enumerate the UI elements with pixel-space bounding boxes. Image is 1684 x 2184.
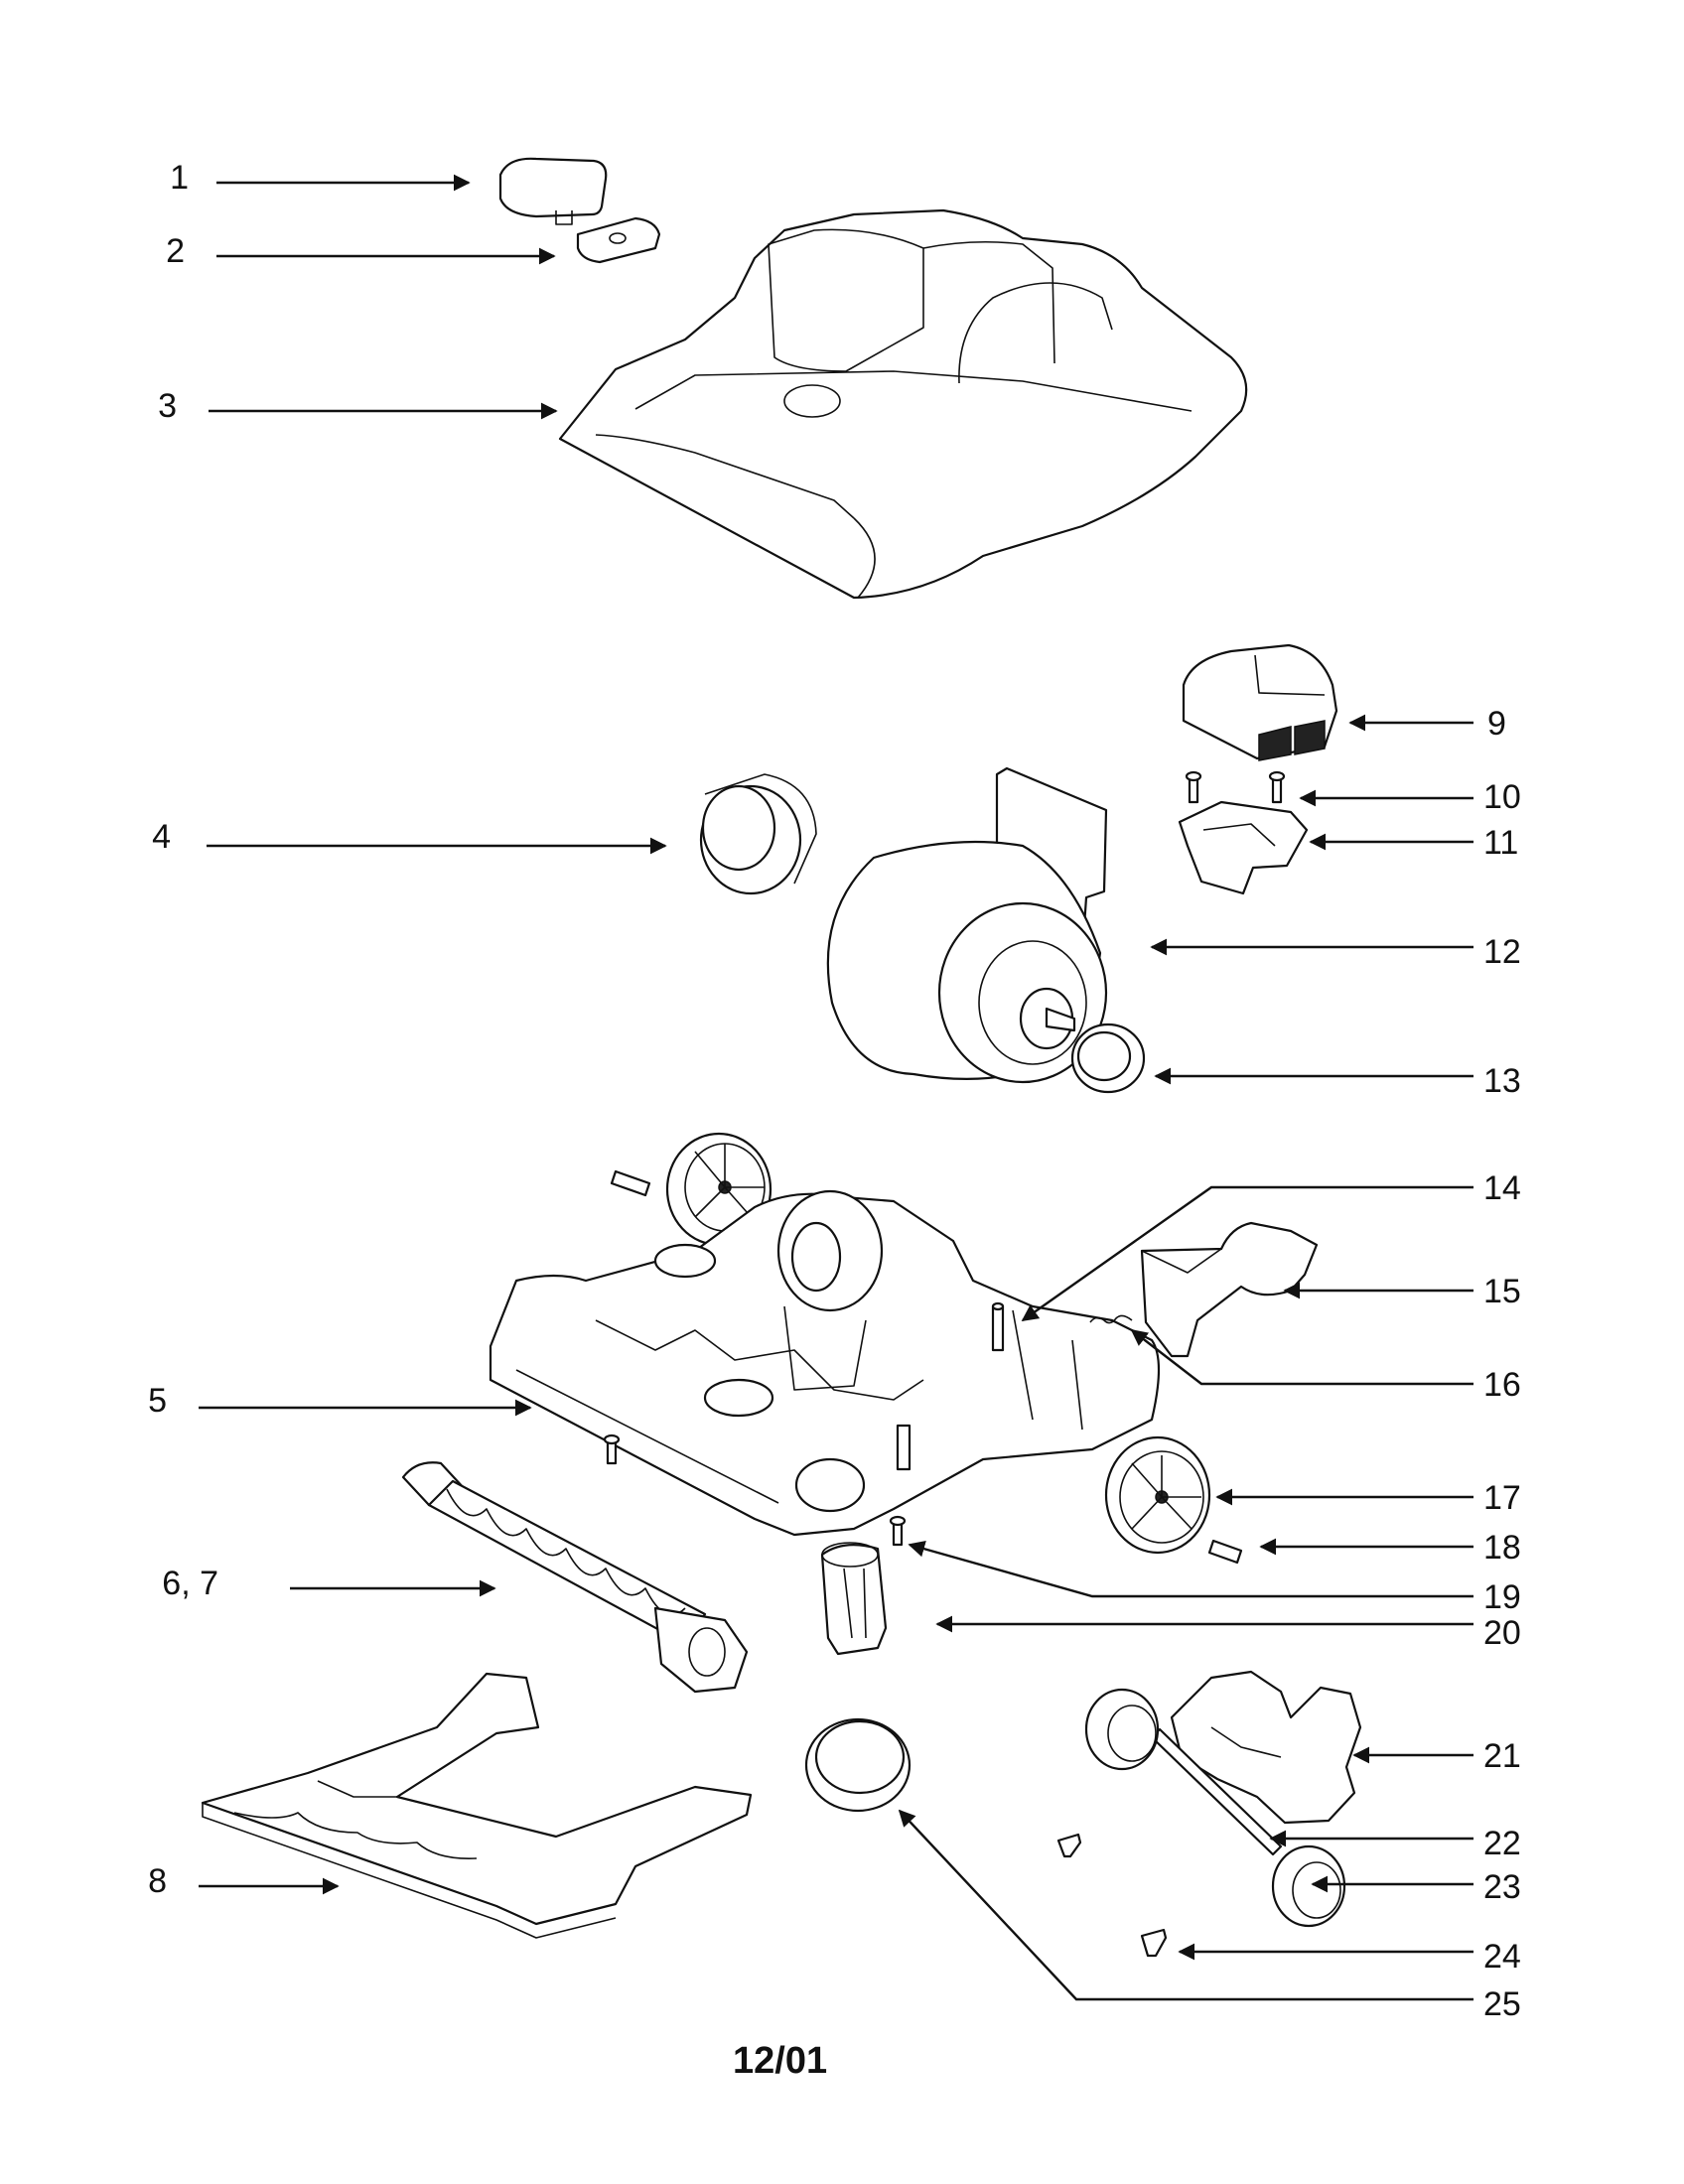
callout-number: 17 [1483, 1479, 1521, 1517]
part-2-gasket [576, 216, 661, 264]
part-25-belt [804, 1717, 912, 1813]
callout-22: 22 [1269, 1825, 1521, 1862]
callout-number: 19 [1483, 1578, 1521, 1616]
callout-number: 2 [166, 232, 185, 270]
callout-25: 25 [898, 1809, 1521, 2023]
callout-23: 23 [1311, 1868, 1521, 1906]
part-20-duct [820, 1542, 888, 1656]
part-13-ring [1070, 1023, 1146, 1094]
callout-14: 14 [1021, 1169, 1521, 1321]
part-front-wheel-upper [1084, 1688, 1160, 1771]
callout-20: 20 [935, 1614, 1521, 1652]
part-18-axle-pin [1207, 1539, 1243, 1565]
callout-number: 1 [170, 159, 189, 197]
callout-number: 12 [1483, 933, 1521, 971]
callout-16: 16 [1130, 1328, 1521, 1404]
callout-leader-line [908, 1541, 1474, 1598]
callout-number: 21 [1483, 1737, 1521, 1775]
part-14-pin [991, 1301, 1005, 1352]
callout-number: 11 [1483, 824, 1518, 862]
callout-number: 24 [1483, 1938, 1521, 1976]
callout-number: 14 [1483, 1169, 1521, 1207]
callout-number: 16 [1483, 1366, 1521, 1404]
part-3-hood [558, 208, 1248, 600]
part-4-ring [699, 773, 817, 895]
part-8-bottom-plate [201, 1672, 753, 1939]
callout-3: 3 [158, 387, 558, 425]
footer-date: 12/01 [733, 2040, 827, 2082]
callout-number: 20 [1483, 1614, 1521, 1652]
callout-21: 21 [1352, 1737, 1521, 1775]
part-6-7-brushroll [401, 1461, 749, 1694]
part-rear-axle-pin [610, 1169, 651, 1197]
callout-10: 10 [1299, 778, 1521, 816]
callout-24: 24 [1178, 1938, 1521, 1976]
callout-11: 11 [1309, 824, 1518, 862]
callout-number: 22 [1483, 1825, 1521, 1862]
callout-19: 19 [908, 1541, 1521, 1616]
callout-2: 2 [166, 232, 556, 270]
part-19-screw [889, 1515, 907, 1547]
callout-number: 3 [158, 387, 177, 425]
part-1-cover [498, 157, 608, 225]
callout-1: 1 [170, 159, 471, 197]
callout-number: 4 [152, 818, 171, 856]
callout-17: 17 [1215, 1479, 1521, 1517]
callout-15: 15 [1283, 1273, 1521, 1310]
callout-number: 15 [1483, 1273, 1521, 1310]
callout-6-7: 6, 7 [162, 1565, 496, 1602]
callout-number: 9 [1487, 705, 1506, 743]
callout-number: 18 [1483, 1529, 1521, 1567]
callout-12: 12 [1150, 933, 1521, 971]
callout-number: 13 [1483, 1062, 1521, 1100]
part-16-spring [1089, 1314, 1133, 1324]
part-23-front-wheel [1271, 1844, 1346, 1928]
callout-leader-line [898, 1809, 1474, 2001]
part-5-base [489, 1189, 1161, 1537]
callout-18: 18 [1259, 1529, 1521, 1567]
callout-9: 9 [1348, 705, 1506, 743]
callout-leader-line [1130, 1328, 1474, 1386]
part-24-screws [1056, 1833, 1168, 1958]
part-21-carriage [1170, 1670, 1362, 1825]
callout-leader-line [1021, 1185, 1474, 1321]
part-10-screws [1185, 770, 1286, 804]
callout-4: 4 [152, 818, 667, 856]
part-17-rear-wheel-right [1104, 1435, 1211, 1555]
part-9-switch-cover [1182, 643, 1338, 761]
part-11-switch-bracket [1178, 800, 1309, 895]
callout-number: 25 [1483, 1985, 1521, 2023]
callout-13: 13 [1154, 1062, 1521, 1100]
callout-number: 8 [148, 1862, 167, 1900]
callout-number: 5 [148, 1382, 167, 1420]
callout-number: 6, 7 [162, 1565, 218, 1602]
callout-number: 23 [1483, 1868, 1521, 1906]
callout-8: 8 [148, 1862, 340, 1900]
callout-5: 5 [148, 1382, 532, 1420]
callout-number: 10 [1483, 778, 1521, 816]
part-12-motor [826, 766, 1108, 1084]
